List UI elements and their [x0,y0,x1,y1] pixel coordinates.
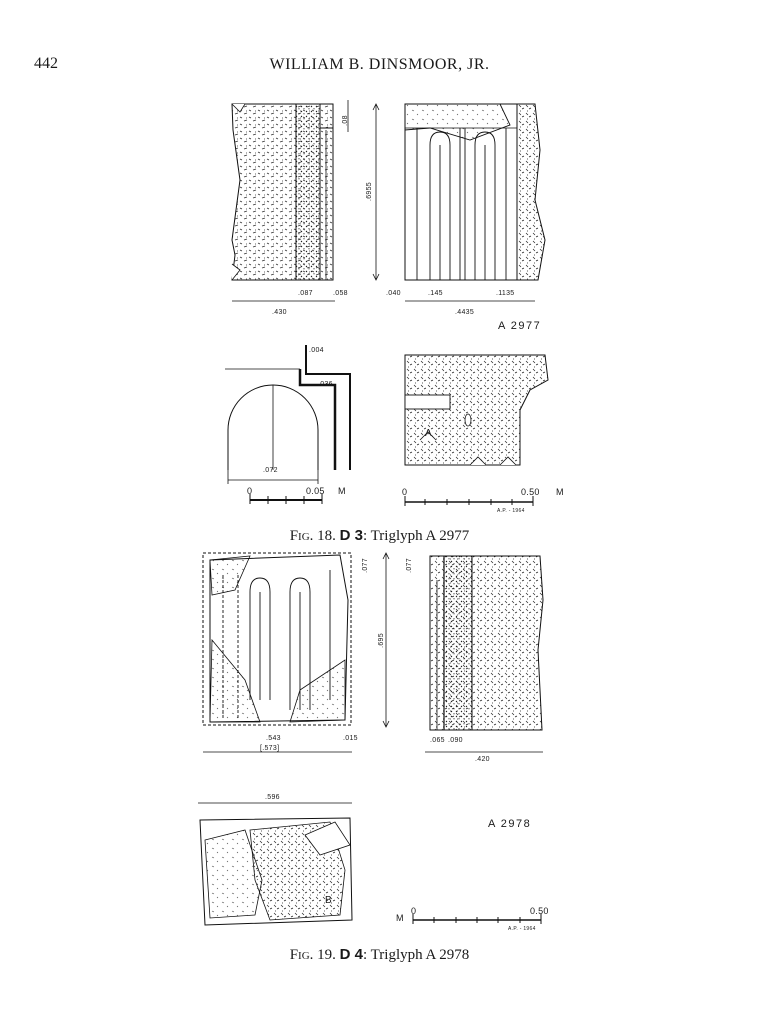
fig18-dimension-lines [232,100,535,302]
fig18-large-scale-bar [404,496,534,506]
fig19-inventory-number: A 2978 [488,818,532,830]
dim-fig19-top-right: .077 [405,558,413,573]
dim-fig19-090: .090 [448,737,463,744]
fig19-scale-credit: A.P. - 1964 [508,926,536,932]
dim-fig19-596: .596 [265,794,280,801]
fig18-large-scale-start: 0 [402,487,408,497]
dim-fig18-072: .072 [263,467,278,474]
fig18-large-scale-unit: M [556,487,564,497]
dim-fig19-420: .420 [475,756,490,763]
dim-fig19-065: .065 [430,737,445,744]
fig19-scale-start: 0 [411,906,417,916]
dim-fig19-height: .695 [377,633,385,648]
fig19-mark: B [325,895,332,906]
dim-fig18-036: .036 [318,381,333,388]
dim-fig18-top-small: .08 [341,115,349,126]
dim-fig19-015: .015 [343,735,358,742]
fig19-front-view [202,552,352,726]
fig18-side-view [231,103,334,281]
fig18-arch-detail [225,345,351,484]
fig18-inventory-number: A 2977 [498,320,542,332]
dim-fig18-1135: .1135 [496,290,515,297]
fig18-small-scale-bar [249,494,323,504]
fig18-small-scale-end: 0.05 [306,486,325,496]
fig19-caption-bold: D 4 [339,946,363,963]
fig18-caption-rest: : Triglyph A 2977 [363,528,470,544]
fig19-caption-prefix: Fig. 19. [289,947,336,963]
fig18-small-scale-unit: M [338,486,346,496]
dim-fig18-4435: .4435 [455,309,475,316]
fig18-top-view [404,354,549,466]
dim-fig18-004: .004 [309,347,324,354]
dim-fig18-height: .6955 [366,181,374,202]
fig18-front-view [404,103,546,281]
running-title: WILLIAM B. DINSMOOR, JR. [269,56,490,73]
fig18-caption-prefix: Fig. 18. [289,528,336,544]
dim-fig18-145: .145 [428,290,443,297]
fig18-caption-bold: D 3 [339,527,363,544]
fig19-caption-rest: : Triglyph A 2978 [363,947,470,963]
fig19-top-view [199,817,353,926]
dim-fig19-top-left: .077 [361,558,369,573]
dim-fig18-040: .040 [386,290,401,297]
dim-fig18-058: .058 [333,290,348,297]
dim-fig19-543: .543 [266,735,281,742]
fig18-mark: A [425,428,432,439]
dim-fig19-573: [.573] [260,745,280,752]
fig19-scale-bar [412,914,542,924]
fig19-caption: Fig. 19. D 4: Triglyph A 2978 [0,946,759,964]
fig18-large-scale-end: 0.50 [521,487,540,497]
fig18-small-scale-start: 0 [247,486,253,496]
fig19-scale-end: 0.50 [530,906,549,916]
dim-fig18-430: .430 [272,309,287,316]
fig19-side-view [429,555,544,731]
dim-fig18-087: .087 [298,290,313,297]
fig19-scale-unit: M [396,913,404,923]
fig19-dimension-lines [198,552,543,804]
fig18-scale-credit: A.P. - 1964 [497,508,525,514]
fig18-caption: Fig. 18. D 3: Triglyph A 2977 [0,527,759,545]
page-number: 442 [34,55,58,72]
